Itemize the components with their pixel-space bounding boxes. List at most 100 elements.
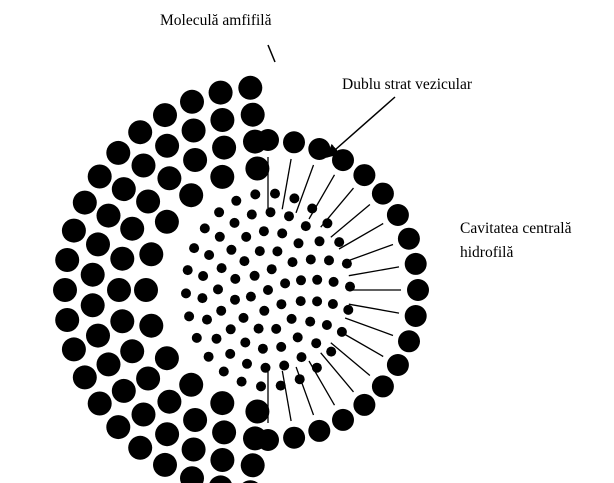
lipid-head [283, 131, 305, 153]
inner-dot [277, 228, 287, 238]
inner-dot [343, 305, 353, 315]
lipid-tail [282, 371, 291, 421]
inner-dot [271, 324, 281, 334]
lipid-head [405, 305, 427, 327]
inner-dot [226, 245, 236, 255]
lipid-tail [321, 353, 354, 392]
bilayer-arrow [327, 97, 395, 157]
lipid-tail [345, 318, 393, 336]
inner-dot [250, 189, 260, 199]
lipid-head [372, 183, 394, 205]
inner-dot [276, 299, 286, 309]
lipid-tail [349, 267, 399, 276]
lipid-head [353, 164, 375, 186]
lipid-head [120, 339, 144, 363]
lipid-head [88, 392, 112, 416]
inner-dot [246, 292, 256, 302]
inner-dot [261, 363, 271, 373]
lipid-head [180, 90, 204, 114]
lipid-head [139, 314, 163, 338]
inner-dot [305, 317, 315, 327]
lipid-head [257, 429, 279, 451]
lipid-head [332, 409, 354, 431]
inner-dot [280, 278, 290, 288]
inner-dot [184, 311, 194, 321]
inner-dot [307, 204, 317, 214]
inner-dot [230, 295, 240, 305]
lipid-head [179, 373, 203, 397]
lipid-head [155, 422, 179, 446]
inner-dot [288, 257, 298, 267]
lipid-head [86, 324, 110, 348]
inner-dot [270, 189, 280, 199]
lipid-head [398, 228, 420, 250]
inner-dot [239, 313, 249, 323]
inner-dot [301, 221, 311, 231]
lipid-head [73, 365, 97, 389]
inner-dot [342, 259, 352, 269]
lipid-head [132, 154, 156, 178]
lipid-head [62, 337, 86, 361]
inner-dot [315, 236, 325, 246]
inner-dot [183, 265, 193, 275]
lipid-head [55, 248, 79, 272]
inner-dot [198, 271, 208, 281]
vesicular-bilayer-label: Dublu strat vezicular [342, 76, 473, 93]
lipid-head [179, 183, 203, 207]
inner-dot [289, 193, 299, 203]
inner-dot [242, 359, 252, 369]
lipid-head [209, 475, 233, 483]
lipid-head [210, 391, 234, 415]
lipid-head [387, 354, 409, 376]
inner-layer-group [181, 189, 355, 392]
inner-dot [204, 352, 214, 362]
lipid-head [405, 253, 427, 275]
inner-dot [263, 285, 273, 295]
lipid-head [180, 466, 204, 483]
inner-dot [202, 315, 212, 325]
lipid-head [212, 420, 236, 444]
inner-dot [254, 324, 264, 334]
lipid-head [157, 166, 181, 190]
inner-dot [231, 196, 241, 206]
lipid-head [53, 278, 77, 302]
lipid-head [81, 293, 105, 317]
inner-dot [272, 246, 282, 256]
lipid-tail [282, 159, 291, 209]
inner-dot [237, 377, 247, 387]
lipid-head [238, 76, 262, 100]
lipid-head [308, 420, 330, 442]
inner-dot [200, 223, 210, 233]
lipid-head [210, 108, 234, 132]
lipid-head [81, 263, 105, 287]
outer-head-group-right [257, 129, 429, 451]
lipid-head [134, 278, 158, 302]
inner-dot [240, 338, 250, 348]
inner-dot [216, 306, 226, 316]
lipid-tail [345, 245, 393, 262]
inner-dot [297, 352, 307, 362]
inner-dot [247, 210, 257, 220]
inner-dot [276, 381, 286, 391]
inner-dot [306, 255, 316, 265]
inner-dot [212, 334, 222, 344]
lipid-head [183, 148, 207, 172]
inner-dot [296, 296, 306, 306]
lipid-head [110, 247, 134, 271]
lipid-head [120, 217, 144, 241]
lipid-head [110, 309, 134, 333]
inner-dot [239, 256, 249, 266]
inner-dot [189, 243, 199, 253]
lipid-head [73, 191, 97, 215]
inner-dot [181, 288, 191, 298]
inner-dot [279, 361, 289, 371]
lipid-head [155, 210, 179, 234]
lipid-head [106, 415, 130, 439]
lipid-head [86, 232, 110, 256]
lipid-head [128, 120, 152, 144]
inner-dot [258, 344, 268, 354]
lipid-head [332, 149, 354, 171]
lipid-head [210, 448, 234, 472]
inner-dot [312, 296, 322, 306]
